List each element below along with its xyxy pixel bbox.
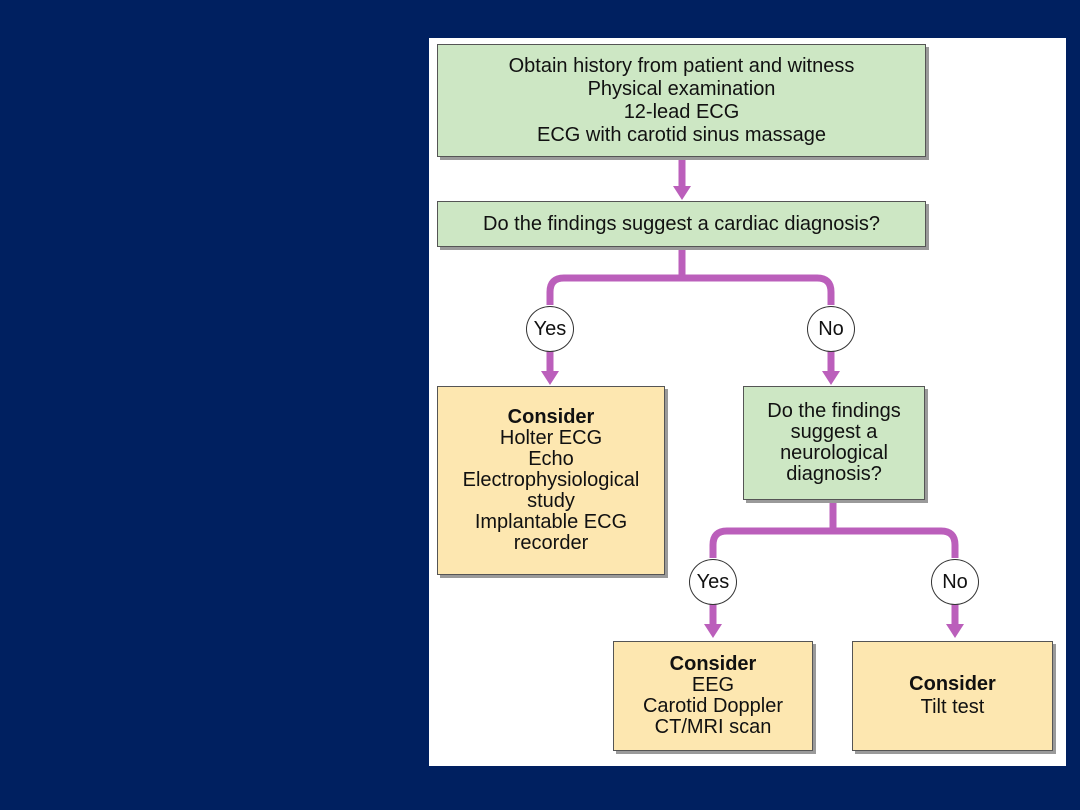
cardiac-consider-line-2: Echo (528, 448, 574, 470)
cardiac-consider-line-4: study (527, 490, 575, 512)
cardiac-consider-line-1: Holter ECG (499, 427, 603, 449)
tilt-consider-heading: Consider (909, 673, 996, 695)
neuro-question-line-1: Do the findings (767, 400, 901, 422)
neuro-question-box: Do the findings suggest a neurological d… (743, 386, 925, 500)
neuro-consider-heading: Consider (669, 653, 757, 675)
connector-lines (541, 157, 964, 638)
cardiac-consider-line-6: recorder (513, 532, 589, 554)
connector-neuro-split (709, 527, 959, 558)
connector-cardiac-split (546, 274, 835, 305)
start-box-line-4: ECG with carotid sinus massage (536, 123, 826, 146)
flowchart-panel: Obtain history from patient and witness … (429, 38, 1066, 766)
start-box-line-3: 12-lead ECG (623, 100, 740, 123)
start-box-line-1: Obtain history from patient and witness (508, 54, 855, 77)
tilt-consider-box: Consider Tilt test (852, 641, 1053, 751)
cardiac-question-text: Do the findings suggest a cardiac diagno… (483, 212, 880, 235)
arrowhead-neuro-yes (704, 624, 722, 638)
arrowhead-neuro-no (946, 624, 964, 638)
neuro-question-line-4: diagnosis? (786, 463, 882, 485)
cardiac-consider-heading: Consider (507, 406, 595, 428)
cardiac-consider-line-3: Electrophysiological (462, 469, 640, 491)
cardiac-consider-box: Consider Holter ECG Echo Electrophysiolo… (437, 386, 665, 575)
tilt-consider-line-1: Tilt test (920, 696, 985, 718)
arrowhead-cardiac-yes (541, 371, 559, 385)
start-box: Obtain history from patient and witness … (437, 44, 926, 157)
arrowhead-start-to-question (673, 186, 691, 200)
start-box-line-2: Physical examination (587, 77, 776, 100)
neuro-consider-line-2: Carotid Doppler (642, 695, 784, 717)
neuro-question-line-3: neurological (780, 442, 888, 464)
arrowhead-cardiac-no (822, 371, 840, 385)
cardiac-consider-line-5: Implantable ECG (474, 511, 628, 533)
cardiac-yes-label: Yes (526, 306, 574, 352)
neuro-consider-line-3: CT/MRI scan (654, 716, 772, 738)
cardiac-no-label: No (807, 306, 855, 352)
cardiac-question-box: Do the findings suggest a cardiac diagno… (437, 201, 926, 247)
neuro-yes-label: Yes (689, 559, 737, 605)
neuro-consider-line-1: EEG (691, 674, 735, 696)
neuro-no-label: No (931, 559, 979, 605)
neuro-question-line-2: suggest a (790, 421, 878, 443)
neuro-consider-box: Consider EEG Carotid Doppler CT/MRI scan (613, 641, 813, 751)
